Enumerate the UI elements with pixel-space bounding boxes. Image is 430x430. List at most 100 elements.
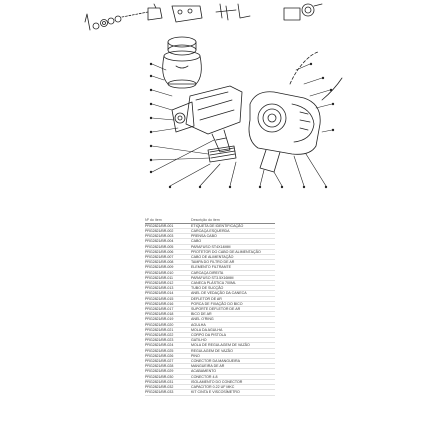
part-description: CABO xyxy=(191,238,275,245)
part-code: PRG2821/BR-006 xyxy=(145,249,191,256)
part-code: PRG2821/BR-003 xyxy=(145,233,191,240)
part-code: PRG2821/BR-013 xyxy=(145,285,191,292)
part-description: CAPACITOR 0.22 UF MKC xyxy=(191,384,275,391)
part-description: PARAFUSO ST3.5X16MM xyxy=(191,275,275,282)
part-description: CANECA PLÁSTICA 700ML xyxy=(191,280,275,287)
part-code: PRG2821/BR-004 xyxy=(145,238,191,245)
part-code: PRG2821/BR-001 xyxy=(145,223,191,230)
part-description: BICO DE AR xyxy=(191,311,275,318)
part-description: CARCAÇA DIREITA xyxy=(191,270,275,276)
part-description: GATILHO xyxy=(191,337,275,344)
air-hose xyxy=(289,51,343,101)
part-code: PRG2821/BR-022 xyxy=(145,332,191,339)
part-code: PRG2821/BR-005 xyxy=(145,244,191,250)
part-code: PRG2821/BR-002 xyxy=(145,228,191,235)
part-code: PRG2821/BR-012 xyxy=(145,280,191,287)
column-header-code: Nº do item xyxy=(145,218,191,224)
filter-element xyxy=(207,145,237,163)
part-code: PRG2821/BR-017 xyxy=(145,306,191,313)
part-description: CONECTOR DA MANGUEIRA xyxy=(191,358,275,365)
column-header-description: Descrição do item xyxy=(191,218,275,224)
part-code: PRG2821/BR-026 xyxy=(145,353,191,360)
part-description: PARAFUSO ST4X14MM xyxy=(191,244,275,250)
part-code: PRG2821/BR-033 xyxy=(145,389,191,396)
part-description: ANEL O'RING xyxy=(191,316,275,323)
part-description: PORCA DE FIXAÇÃO DO BICO xyxy=(191,301,275,308)
part-code: PRG2821/BR-015 xyxy=(145,296,191,302)
part-description: CARCAÇA ESQUERDA xyxy=(191,228,275,235)
part-description: ETIQUETA DE IDENTIFICAÇÃO xyxy=(191,223,275,230)
callout-lines-left xyxy=(149,62,215,174)
part-code: PRG2821/BR-011 xyxy=(145,275,191,282)
spray-gun-body xyxy=(171,85,243,153)
part-code: PRG2821/BR-020 xyxy=(145,322,191,328)
part-code: PRG2821/BR-030 xyxy=(145,374,191,380)
part-code: PRG2821/BR-031 xyxy=(145,379,191,386)
part-code: PRG2821/BR-021 xyxy=(145,327,191,334)
part-description: TAMPA DO FILTRO DE AR xyxy=(191,259,275,266)
part-description: MOLA DA AGULHA xyxy=(191,327,275,334)
part-description: DEFLETOR DE AR xyxy=(191,296,275,302)
part-code: PRG2821/BR-010 xyxy=(145,270,191,276)
part-description: ANEL DE VEDAÇÃO DA CANECA xyxy=(191,290,275,297)
part-code: PRG2821/BR-024 xyxy=(145,342,191,349)
part-code: PRG2821/BR-009 xyxy=(145,264,191,271)
part-description: SUPORTE DEFLETOR DE AR xyxy=(191,306,275,313)
part-description: MOLA DE REGULAGEM DE VAZÃO xyxy=(191,342,275,349)
part-description: AGULHA xyxy=(191,322,275,328)
part-code: PRG2821/BR-023 xyxy=(145,337,191,344)
part-description: ELEMENTO FILTRANTE xyxy=(191,264,275,271)
part-description: PINO xyxy=(191,353,275,360)
part-description: CONECTOR 4.8 xyxy=(191,374,275,380)
part-code: PRG2821/BR-029 xyxy=(145,368,191,375)
paint-cup xyxy=(162,36,202,89)
part-description: MANGUEIRA DE AR xyxy=(191,363,275,370)
part-description: REGULAGEM DE VAZÃO xyxy=(191,348,275,354)
top-parts-row xyxy=(84,3,323,31)
part-description: CABO DE ALIMENTAÇÃO xyxy=(191,254,275,261)
part-code: PRG2821/BR-016 xyxy=(145,301,191,308)
part-code: PRG2821/BR-027 xyxy=(145,358,191,365)
part-code: PRG2821/BR-019 xyxy=(145,316,191,323)
part-code: PRG2821/BR-032 xyxy=(145,384,191,391)
motor-housing xyxy=(248,91,321,173)
exploded-view-diagram xyxy=(84,3,343,189)
callout-lines-right xyxy=(295,62,335,133)
part-description: PROTETOR DO CABO DE ALIMENTAÇÃO xyxy=(191,249,275,256)
part-code: PRG2821/BR-007 xyxy=(145,254,191,261)
part-code: PRG2821/BR-014 xyxy=(145,290,191,297)
part-code: PRG2821/BR-008 xyxy=(145,259,191,266)
